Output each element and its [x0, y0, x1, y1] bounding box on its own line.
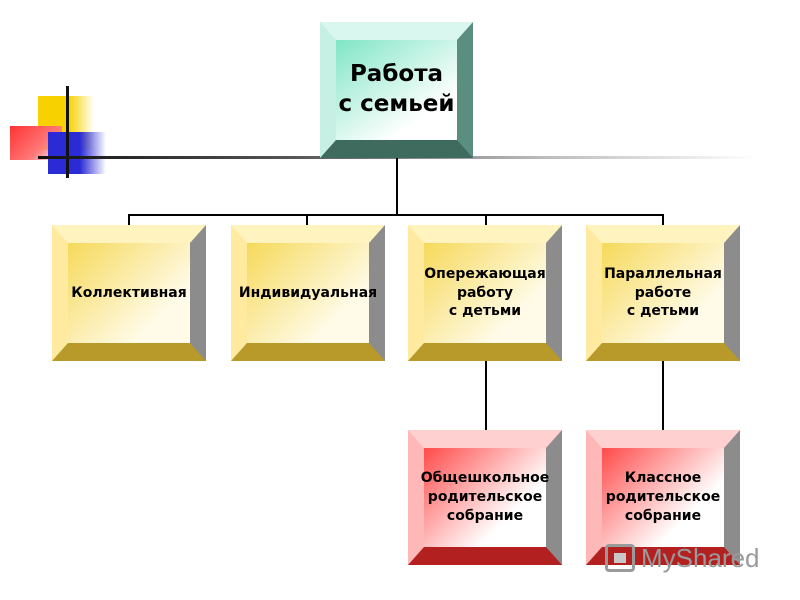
connector-to-form-2	[306, 214, 308, 226]
watermark-text: MyShared	[641, 542, 760, 573]
meeting-label-school: Общешкольное родительское собрание	[421, 448, 549, 547]
presentation-icon	[605, 544, 635, 572]
connector-form3-to-meeting1	[485, 360, 487, 431]
meeting-label-class: Классное родительское собрание	[602, 448, 724, 547]
form-box-advance: Опережающая работу с детьми	[408, 225, 562, 361]
form-label-collective: Коллективная	[68, 243, 190, 343]
connector-form4-to-meeting2	[662, 360, 664, 431]
connector-to-form-3	[485, 214, 487, 226]
meeting-box-school: Общешкольное родительское собрание	[408, 430, 562, 565]
meeting-box-class: Классное родительское собрание	[586, 430, 740, 565]
form-box-collective: Коллективная	[52, 225, 206, 361]
watermark: MyShared	[605, 538, 760, 578]
connector-horizontal-bar	[128, 214, 664, 216]
decor-vertical-line	[66, 86, 69, 178]
connector-to-form-4	[662, 214, 664, 226]
decor-blue-square	[48, 132, 106, 174]
root-label: Работа с семьей	[336, 40, 457, 140]
form-label-individual: Индивидуальная	[239, 243, 377, 343]
connector-root-down	[396, 158, 398, 215]
form-box-individual: Индивидуальная	[231, 225, 385, 361]
form-box-parallel: Параллельная работе с детьми	[586, 225, 740, 361]
form-label-parallel: Параллельная работе с детьми	[602, 243, 724, 343]
form-label-advance: Опережающая работу с детьми	[424, 243, 546, 343]
root-box: Работа с семьей	[320, 22, 473, 158]
connector-to-form-1	[128, 214, 130, 226]
